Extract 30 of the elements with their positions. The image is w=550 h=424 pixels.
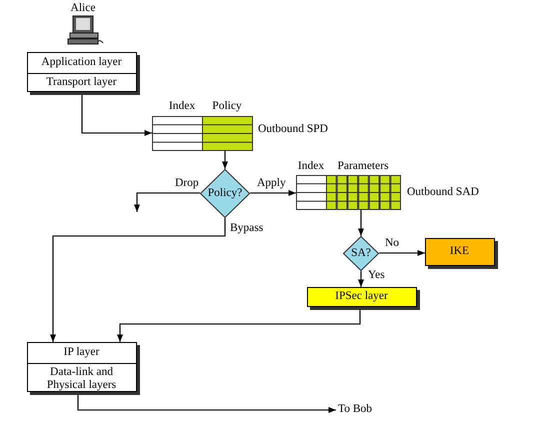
arrow	[50, 218, 226, 342]
arrow	[358, 210, 364, 236]
decision-label: SA?	[350, 246, 372, 260]
protocol-stack	[27, 342, 137, 392]
edge-label: Bypass	[229, 222, 264, 235]
arrow	[358, 271, 364, 287]
box-label: IKE	[448, 245, 470, 258]
arrow	[81, 92, 152, 136]
layer-label: IP layer	[62, 346, 100, 359]
arrow	[250, 190, 296, 196]
layer-label: Application layer	[40, 56, 123, 69]
column-header: Parameters	[336, 160, 390, 173]
layer-label: Transport layer	[45, 76, 118, 89]
process-box	[425, 238, 495, 266]
table-caption: Outbound SAD	[407, 186, 479, 199]
edge-label: Drop	[174, 177, 200, 190]
edge-label: Apply	[256, 177, 287, 190]
arrow	[77, 392, 336, 414]
process-box	[307, 287, 417, 307]
layer-label: Data-link and Physical layers	[46, 366, 118, 392]
arrow	[379, 250, 425, 256]
arrow	[134, 192, 200, 212]
arrow	[222, 151, 228, 169]
user-name: Alice	[70, 2, 96, 15]
box-label: IPSec layer	[334, 290, 389, 303]
protocol-stack	[27, 52, 137, 92]
arrow	[116, 307, 361, 342]
decision-label: Policy?	[206, 186, 244, 200]
table-caption: Outbound SPD	[258, 123, 328, 136]
destination-label: To Bob	[338, 403, 372, 416]
